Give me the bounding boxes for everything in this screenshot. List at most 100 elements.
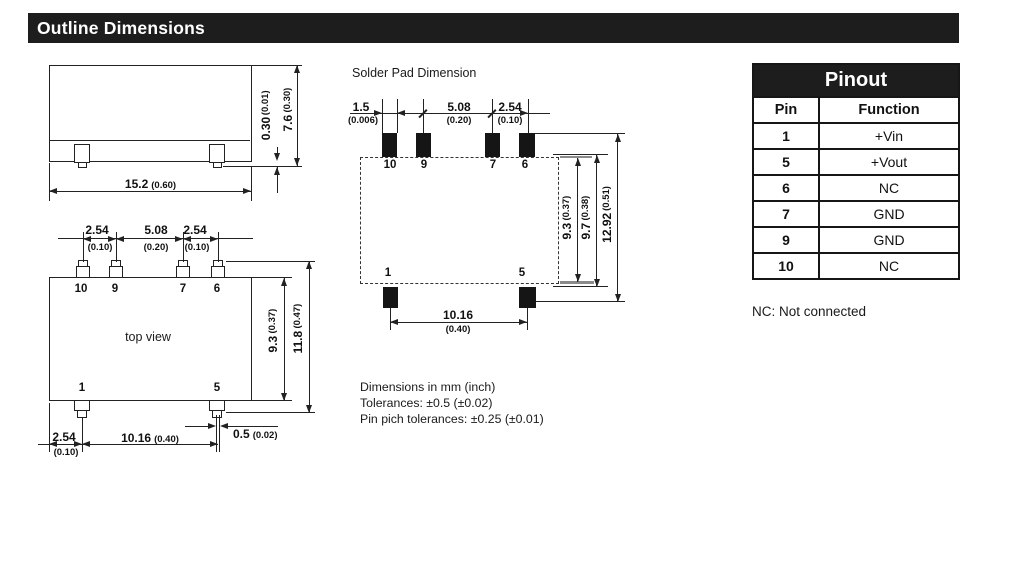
ext-line [48, 163, 50, 201]
function-cell: NC [818, 174, 960, 202]
arrowhead [593, 279, 600, 287]
solder-pad [416, 133, 431, 157]
section-title-bar: Outline Dimensions [28, 13, 959, 43]
arrowhead [210, 441, 218, 447]
dim-depth-overall-label: 12.92(0.51) [600, 186, 614, 243]
solder-pad [382, 133, 397, 157]
arrowhead [208, 423, 216, 429]
arrowhead [82, 441, 90, 447]
solder-pad [485, 133, 500, 157]
dim-pin-width-label: 0.5(0.02) [233, 427, 278, 441]
dim-pad-width-inch: (0.006) [347, 115, 379, 126]
arrowhead [520, 110, 528, 116]
note-line: Pin pich tolerances: ±0.25 (±0.01) [360, 412, 544, 427]
dim-depth-inner-label: 9.3(0.37) [560, 196, 574, 240]
arrowhead [49, 441, 57, 447]
solder-pad-title: Solder Pad Dimension [352, 66, 477, 80]
arrowhead [593, 155, 600, 163]
pad-number: 6 [521, 159, 529, 171]
pin-shape [74, 144, 90, 163]
pin-cell: 6 [752, 174, 820, 202]
arrowhead [274, 153, 280, 161]
dim-line [308, 261, 310, 413]
dim-pitch-inch: (0.20) [143, 242, 169, 253]
arrowhead [281, 393, 287, 401]
function-cell: NC [818, 252, 960, 280]
dim-depth-mid-label: 9.7(0.38) [579, 196, 593, 240]
pin-cell: 10 [752, 252, 820, 280]
dim-edge-offset-label: 2.54 [52, 430, 76, 444]
pin-shape [209, 144, 225, 163]
dim-pitch-inch: (0.10) [87, 242, 113, 253]
dim-pad-width-label: 1.5 [352, 100, 370, 114]
dim-edge-offset-inch: (0.10) [53, 447, 79, 458]
dim-width-label: 15.2(0.60) [124, 177, 177, 191]
pin-tip [212, 410, 222, 418]
ref-line [553, 286, 608, 288]
arrowhead [210, 235, 218, 242]
module-outline-dashed [360, 157, 559, 284]
arrowhead [614, 294, 621, 302]
ext-line [422, 99, 424, 133]
dim-line [49, 191, 251, 193]
arrowhead [274, 166, 280, 175]
pin-shape [211, 266, 225, 278]
dim-pad-span-label: 10.16 [442, 308, 474, 322]
dim-standoff-label: 0.30(0.01) [259, 90, 273, 141]
ext-line [381, 99, 383, 133]
ref-line [223, 165, 302, 167]
pin-cell: 1 [752, 122, 820, 150]
dim-pitch-label: 5.08 [144, 223, 168, 237]
arrowhead [574, 158, 581, 166]
arrowhead [243, 188, 251, 194]
solder-pad [519, 133, 535, 157]
ext-line [527, 99, 529, 133]
top-view-body [49, 277, 252, 401]
ext-line [82, 232, 84, 262]
arrowhead [306, 405, 312, 413]
ext-line [81, 418, 83, 452]
ref-line [226, 260, 315, 262]
dim-line [226, 426, 278, 428]
arrowhead [281, 278, 287, 286]
ref-line [536, 301, 625, 303]
pin-tip [77, 410, 87, 418]
arrowhead [220, 423, 228, 429]
function-cell: GND [818, 200, 960, 228]
ext-line [219, 415, 221, 452]
pinout-col-function: Function [818, 96, 960, 124]
table-row: 5+Vout [752, 148, 960, 176]
page-title: Outline Dimensions [37, 17, 205, 38]
ext-line [526, 308, 528, 330]
ref-line [553, 154, 608, 156]
ext-line [217, 232, 219, 262]
arrowhead [390, 319, 398, 325]
ext-line [215, 415, 217, 452]
top-view-label: top view [125, 330, 171, 344]
dim-pitch-label: 2.54 [85, 223, 109, 237]
ext-line [250, 166, 252, 201]
arrowhead [116, 235, 124, 242]
pad-number: 7 [489, 159, 497, 171]
pad-edge-ref [560, 155, 592, 158]
pad-number: 5 [518, 267, 526, 279]
pin-number: 9 [111, 283, 119, 295]
note-line: Tolerances: ±0.5 (±0.02) [360, 396, 493, 411]
ext-line [396, 99, 398, 133]
ext-line [182, 232, 184, 262]
pinout-col-pin: Pin [752, 96, 820, 124]
dim-pitch-label: 2.54 [498, 100, 522, 114]
arrowhead [108, 235, 116, 242]
dim-pitch-label: 5.08 [447, 100, 471, 114]
function-cell: GND [818, 226, 960, 254]
body-base-line [50, 140, 250, 142]
dim-pin-span-label: 10.16(0.40) [121, 431, 179, 445]
pin-tip [78, 162, 87, 168]
function-cell: +Vin [818, 122, 960, 150]
pinout-table-title: Pinout [752, 63, 960, 98]
dim-pitch-inch: (0.10) [497, 115, 523, 126]
